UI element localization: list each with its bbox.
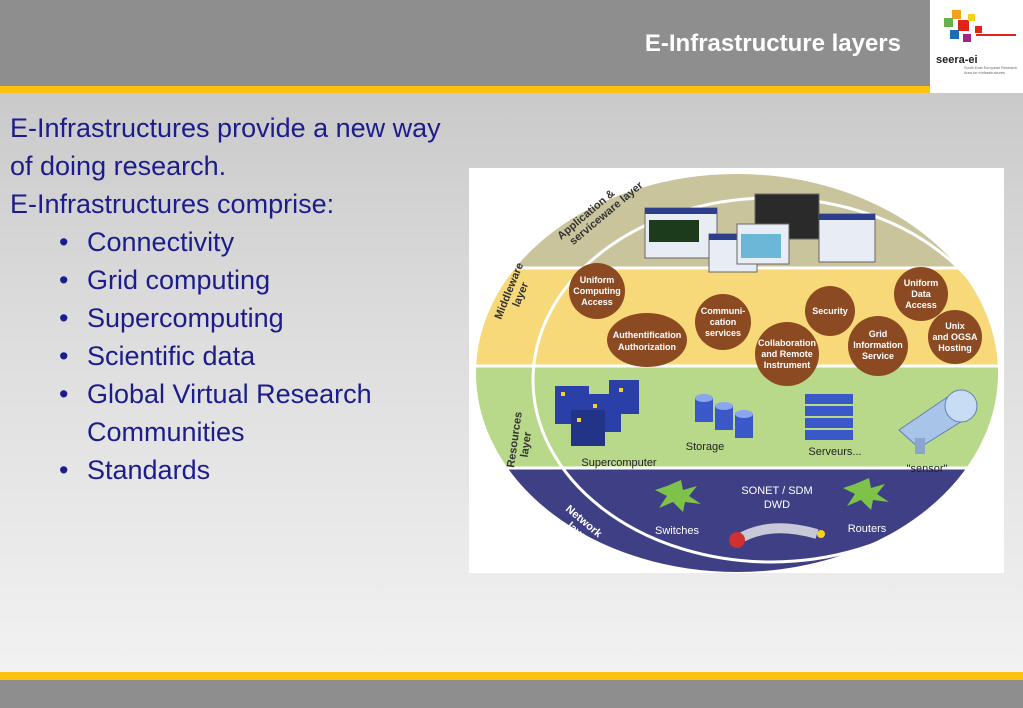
bullet-item: •Supercomputing: [59, 299, 460, 337]
bullet-dot-icon: •: [59, 227, 69, 257]
sensor-telescope-icon: [898, 389, 978, 454]
bullet-item: •Connectivity: [59, 223, 460, 261]
bullet-dot-icon: •: [59, 265, 69, 295]
logo-subtitle: South East European Research Area for eI…: [964, 66, 1018, 75]
layer-diagram-svg: Application &serviceware layer Middlewar…: [474, 172, 1011, 574]
service-security: Security: [805, 286, 855, 336]
logo-mark-icon: [944, 10, 1016, 42]
svg-text:Security: Security: [812, 306, 848, 316]
supercomputer-label: Supercomputer: [581, 457, 657, 469]
footer-stripe: [0, 672, 1023, 680]
footer-bar: [0, 680, 1023, 708]
intro-line-2: E-Infrastructures comprise:: [10, 189, 335, 219]
fiber-cable-icon: [729, 523, 825, 548]
logo-wordmark: seera-ei: [936, 54, 978, 66]
bullet-dot-icon: •: [59, 455, 69, 485]
bullet-item: •Global Virtual Research Communities: [59, 375, 460, 451]
header-stripe: [0, 86, 1023, 93]
bullet-list: •Connectivity •Grid computing •Supercomp…: [10, 223, 460, 489]
routers-label: Routers: [848, 523, 887, 535]
bullet-item: •Grid computing: [59, 261, 460, 299]
routers-icon: [843, 478, 889, 510]
seera-ei-logo: seera-ei South East European Research Ar…: [930, 0, 1023, 93]
intro-line-1: E-Infrastructures provide a new way of d…: [10, 113, 441, 181]
servers-icon: [805, 394, 853, 440]
sensor-label: "sensor": [907, 463, 948, 475]
switches-icon: [655, 480, 701, 512]
header-bar: [0, 0, 1023, 86]
bullet-item: •Standards: [59, 451, 460, 489]
svg-text:Resourceslayer: Resourceslayer: [505, 411, 537, 470]
serveurs-label: Serveurs...: [808, 446, 861, 458]
bullet-dot-icon: •: [59, 303, 69, 333]
application-windows-icon: [644, 193, 876, 273]
bullet-dot-icon: •: [59, 341, 69, 371]
storage-icon: [695, 394, 753, 438]
e-infrastructure-diagram: Application &serviceware layer Middlewar…: [469, 168, 1011, 574]
switches-label: Switches: [655, 525, 700, 537]
bullet-dot-icon: •: [59, 379, 69, 409]
bullet-item: •Scientific data: [59, 337, 460, 375]
storage-label: Storage: [686, 441, 725, 453]
supercomputer-icon: [555, 380, 639, 446]
slide-title: E-Infrastructure layers: [644, 30, 901, 57]
body-text: E-Infrastructures provide a new way of d…: [10, 109, 460, 489]
